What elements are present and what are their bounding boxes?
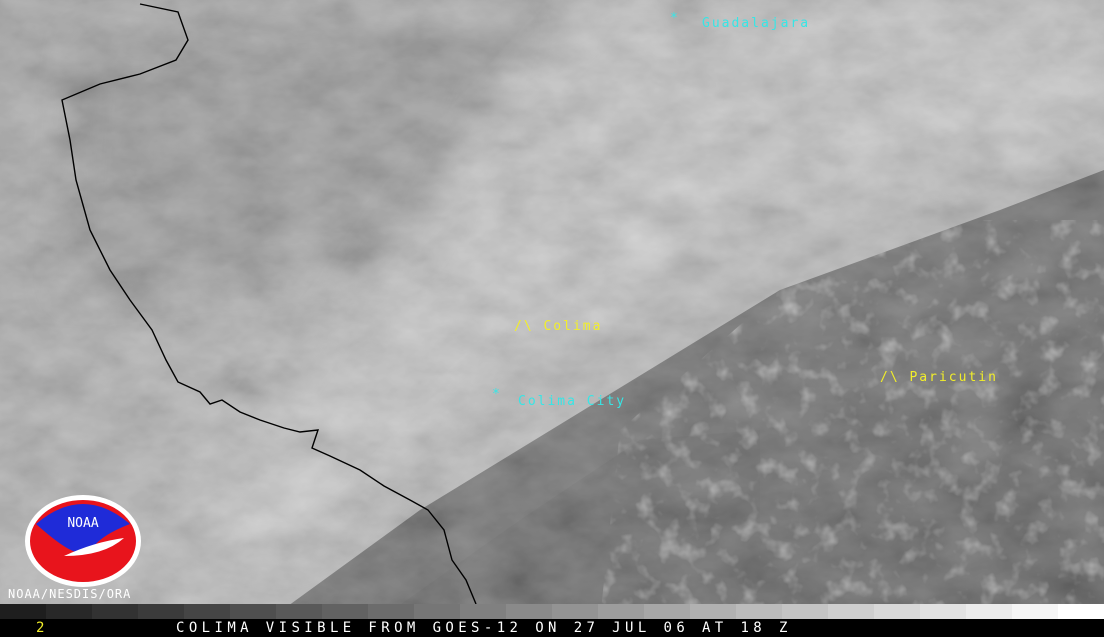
grayscale-step [460, 604, 506, 619]
grayscale-step [966, 604, 1012, 619]
noaa-logo-text: NOAA [67, 516, 98, 531]
colima-city-label: Colima City [518, 394, 627, 409]
grayscale-step [920, 604, 966, 619]
grayscale-step [368, 604, 414, 619]
colima-city-marker: * [492, 387, 500, 402]
grayscale-step [46, 604, 92, 619]
grayscale-step [184, 604, 230, 619]
grayscale-step [598, 604, 644, 619]
grayscale-bar [0, 604, 1104, 619]
guadalajara-label: Guadalajara [702, 16, 811, 31]
image-caption: COLIMA VISIBLE FROM GOES-12 ON 27 JUL 06… [176, 620, 792, 636]
grayscale-step [92, 604, 138, 619]
grayscale-step [736, 604, 782, 619]
grayscale-step [874, 604, 920, 619]
guadalajara-marker: * [670, 11, 678, 26]
grayscale-step [1012, 604, 1058, 619]
caption-bar [0, 619, 1104, 637]
grayscale-step [322, 604, 368, 619]
grayscale-step [276, 604, 322, 619]
grayscale-step [414, 604, 460, 619]
noaa-logo: NOAA [24, 494, 142, 588]
grayscale-step [782, 604, 828, 619]
grayscale-step [828, 604, 874, 619]
colima-volcano-label: /\ Colima [514, 319, 603, 334]
grayscale-step [0, 604, 46, 619]
credit-text: NOAA/NESDIS/ORA [8, 587, 132, 601]
grayscale-step [230, 604, 276, 619]
grayscale-step [506, 604, 552, 619]
grayscale-step [644, 604, 690, 619]
grayscale-step [1058, 604, 1104, 619]
grayscale-step [552, 604, 598, 619]
paricutin-label: /\ Paricutin [880, 370, 998, 385]
grayscale-step [138, 604, 184, 619]
frame-number: 2 [36, 620, 45, 636]
grayscale-step [690, 604, 736, 619]
